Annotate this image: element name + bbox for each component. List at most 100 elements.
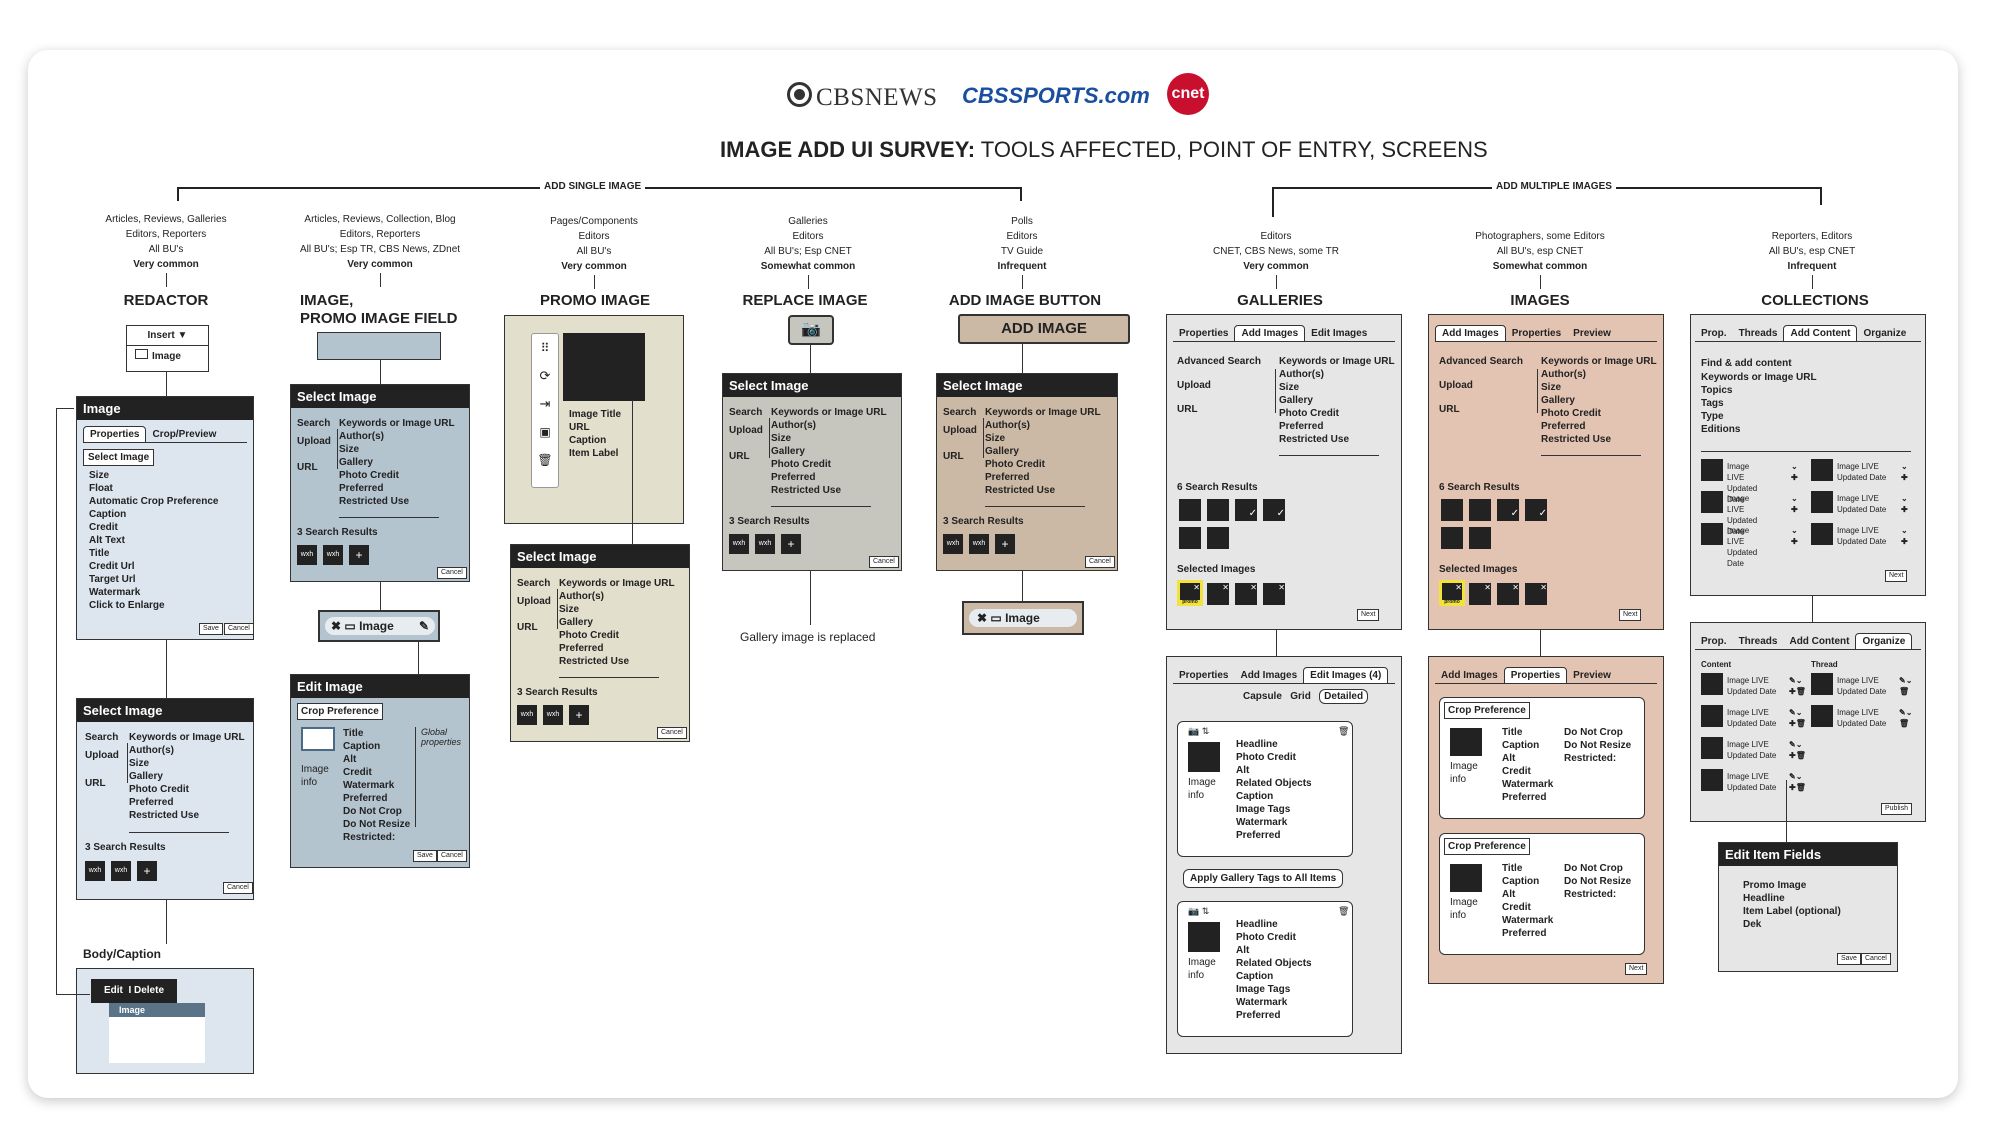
tab-properties[interactable]: Properties: [83, 426, 147, 443]
tab-properties[interactable]: Properties: [1511, 328, 1562, 339]
edit-icon: ✎⌄✚🗑: [1789, 740, 1806, 760]
insert-dropdown[interactable]: Insert ▼: [127, 326, 208, 346]
result-thumb[interactable]: [1179, 527, 1201, 549]
result-thumb-checked[interactable]: ✓: [1235, 499, 1257, 521]
body-image[interactable]: Image: [109, 1003, 205, 1063]
delete-button[interactable]: Delete: [134, 985, 165, 996]
replace-select-image-panel: Select Image Search Upload URL Keywords …: [722, 373, 902, 571]
result-thumb[interactable]: wxh: [111, 861, 131, 881]
cancel-button[interactable]: Cancel: [1861, 953, 1891, 965]
tab-edit-images[interactable]: Edit Images (4): [1303, 667, 1389, 684]
chevron-down-icon: ⌄✚: [1901, 494, 1908, 514]
chevron-down-icon: ⌄✚: [1901, 526, 1908, 546]
remove-icon[interactable]: ✖: [331, 619, 342, 633]
tab-edit-images[interactable]: Edit Images: [1311, 328, 1368, 339]
next-button[interactable]: Next: [1885, 570, 1908, 582]
camera-icon[interactable]: 📷 ⇅: [1188, 726, 1210, 736]
remove-icon[interactable]: ✖: [977, 611, 988, 625]
select-image-button[interactable]: Select Image: [83, 449, 155, 466]
page-title: IMAGE ADD UI SURVEY: TOOLS AFFECTED, POI…: [720, 137, 1488, 162]
cancel-button[interactable]: Cancel: [437, 850, 467, 862]
drag-handle-icon[interactable]: ⠿: [540, 341, 550, 355]
tab-properties[interactable]: Properties: [1179, 328, 1229, 339]
tab-add-images[interactable]: Add Images: [1234, 325, 1306, 342]
cancel-button[interactable]: Cancel: [223, 882, 253, 894]
trash-icon[interactable]: 🗑: [1338, 906, 1350, 916]
trash-icon[interactable]: 🗑: [1338, 726, 1350, 736]
result-thumb[interactable]: wxh: [85, 861, 105, 881]
camera-icon[interactable]: 📷 ⇅: [1188, 906, 1210, 916]
next-button[interactable]: Next: [1619, 609, 1642, 621]
cancel-button[interactable]: Cancel: [869, 556, 899, 568]
close-icon[interactable]: ✕: [1180, 583, 1200, 600]
tab-preview[interactable]: Preview: [1573, 328, 1611, 339]
redactor-select-image-panel: Select Image Search Upload URL Keywords …: [76, 698, 254, 900]
upload-tab[interactable]: Upload: [85, 750, 119, 761]
crop-preference-button[interactable]: Crop Preference: [297, 703, 383, 720]
image-field-box[interactable]: [317, 332, 441, 360]
add-image-button[interactable]: ADD IMAGE: [958, 314, 1130, 344]
pencil-icon[interactable]: ✎: [418, 619, 429, 633]
add-single-image-label: ADD SINGLE IMAGE: [540, 181, 646, 192]
add-multiple-images-label: ADD MULTIPLE IMAGES: [1492, 181, 1616, 192]
url-tab[interactable]: URL: [85, 778, 106, 789]
add-more-button[interactable]: +: [137, 861, 157, 881]
cancel-button[interactable]: Cancel: [437, 567, 467, 579]
search-tab[interactable]: Search: [85, 732, 119, 743]
result-thumb[interactable]: [1207, 527, 1229, 549]
image-chip[interactable]: ✖ ▭ Image ✎: [318, 610, 440, 642]
apply-gallery-tags-button[interactable]: Apply Gallery Tags to All Items: [1183, 869, 1344, 888]
image-thumbnail-icon: [301, 727, 335, 751]
image-icon: ▭: [344, 619, 356, 633]
selected-thumb[interactable]: ✕: [1263, 583, 1285, 605]
refresh-icon[interactable]: ⟳: [539, 368, 551, 383]
cancel-button[interactable]: Cancel: [1085, 556, 1115, 568]
tab-organize[interactable]: Organize: [1855, 633, 1913, 650]
redactor-insert-menu[interactable]: Insert ▼ Image: [126, 325, 209, 372]
image-icon[interactable]: ▣: [539, 425, 551, 439]
cancel-button[interactable]: Cancel: [224, 623, 254, 635]
trash-icon[interactable]: 🗑: [537, 453, 553, 467]
selected-thumb[interactable]: ✕: [1235, 583, 1257, 605]
save-button[interactable]: Save: [1837, 953, 1861, 965]
result-thumb[interactable]: [1179, 499, 1201, 521]
promo-image-placeholder[interactable]: [563, 333, 645, 401]
result-thumb-checked[interactable]: ✓: [1263, 499, 1285, 521]
edit-icon: ✎⌄✚🗑: [1789, 676, 1806, 696]
cancel-button[interactable]: Cancel: [657, 727, 687, 739]
tab-crop-preview[interactable]: Crop/Preview: [152, 429, 217, 440]
tab-add-images[interactable]: Add Images: [1435, 325, 1506, 342]
tab-add-content[interactable]: Add Content: [1783, 325, 1858, 342]
gallery-replaced-note: Gallery image is replaced: [740, 630, 876, 644]
result-thumb[interactable]: [1207, 499, 1229, 521]
camera-button[interactable]: 📷: [788, 315, 834, 345]
item-thumb[interactable]: [1188, 742, 1220, 772]
next-button[interactable]: Next: [1357, 609, 1380, 621]
promo-select-image-panel: Select Image Search Upload URL Keywords …: [510, 544, 690, 742]
cbsnews-logo: CBSNEWS: [787, 82, 938, 112]
selected-thumb[interactable]: ✕: [1207, 583, 1229, 605]
save-button[interactable]: Save: [199, 623, 223, 635]
edit-icon: ✎⌄🗑: [1899, 708, 1913, 728]
edit-button[interactable]: Edit: [103, 985, 123, 996]
export-icon[interactable]: ⇥: [539, 396, 551, 411]
insert-image-item[interactable]: Image: [127, 346, 208, 366]
addbtn-image-chip[interactable]: ✖ ▭ Image: [962, 601, 1084, 635]
save-button[interactable]: Save: [413, 850, 437, 862]
next-button[interactable]: Next: [1625, 963, 1648, 975]
item-thumb[interactable]: [1188, 922, 1220, 952]
image-panel-title: Image: [77, 397, 253, 420]
publish-button[interactable]: Publish: [1881, 803, 1912, 815]
